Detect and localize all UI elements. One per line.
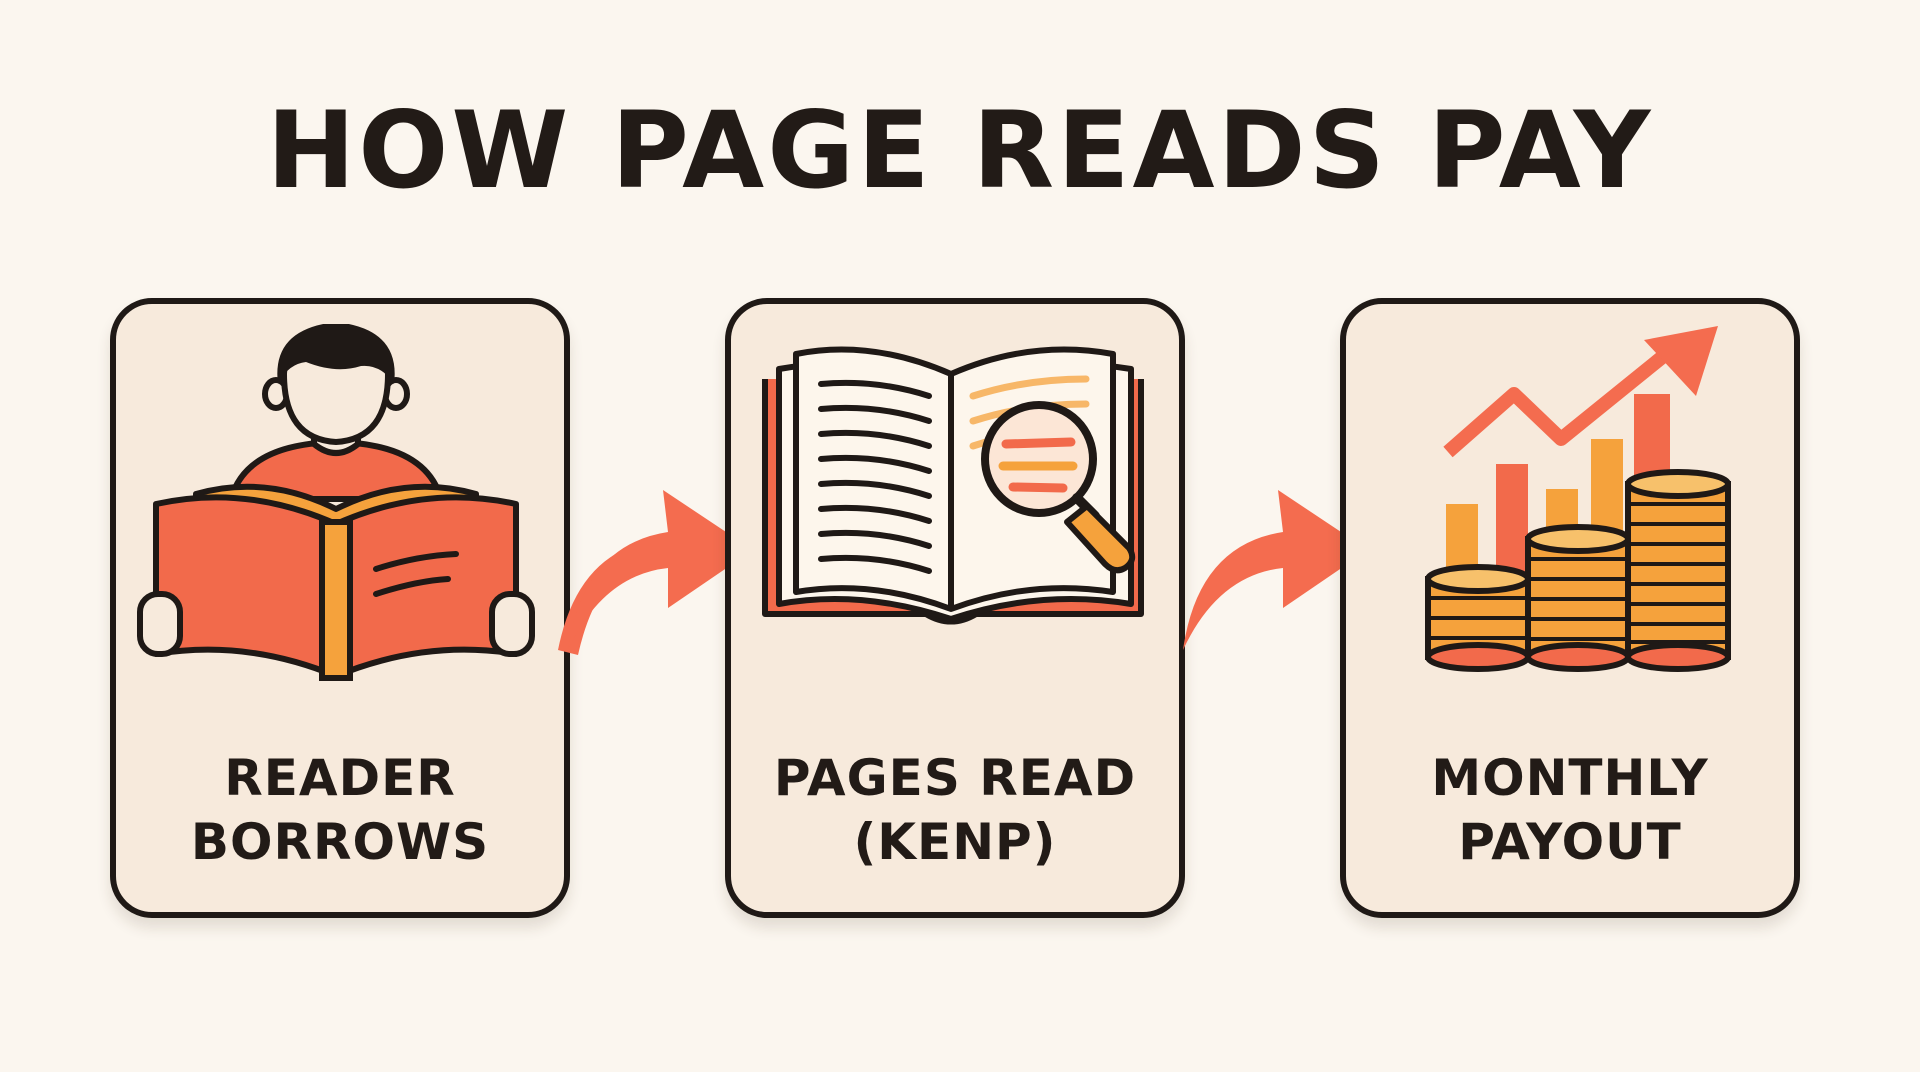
step-label-line: BORROWS <box>190 813 490 871</box>
step-label-line: (KENP) <box>853 813 1057 871</box>
open-book-magnifier-icon <box>762 346 1144 625</box>
step-label: MONTHLY PAYOUT <box>1356 746 1784 874</box>
reader-with-book-icon <box>137 324 535 681</box>
step-card-reader-borrows: READER BORROWS <box>110 298 570 918</box>
step-card-pages-read: PAGES READ (KENP) <box>725 298 1185 918</box>
curved-arrow-icon <box>558 490 748 655</box>
coins-growth-chart-icon <box>1425 326 1731 672</box>
page-title: HOW PAGE READS PAY <box>266 89 1654 212</box>
step-label-line: READER <box>224 749 456 807</box>
step-label-line: MONTHLY <box>1431 749 1709 807</box>
step-label: READER BORROWS <box>126 746 554 874</box>
step-label: PAGES READ (KENP) <box>741 746 1169 874</box>
step-label-line: PAGES READ <box>773 749 1137 807</box>
step-card-monthly-payout: MONTHLY PAYOUT <box>1340 298 1800 918</box>
curved-arrow-icon <box>1183 490 1363 650</box>
step-label-line: PAYOUT <box>1458 813 1682 871</box>
